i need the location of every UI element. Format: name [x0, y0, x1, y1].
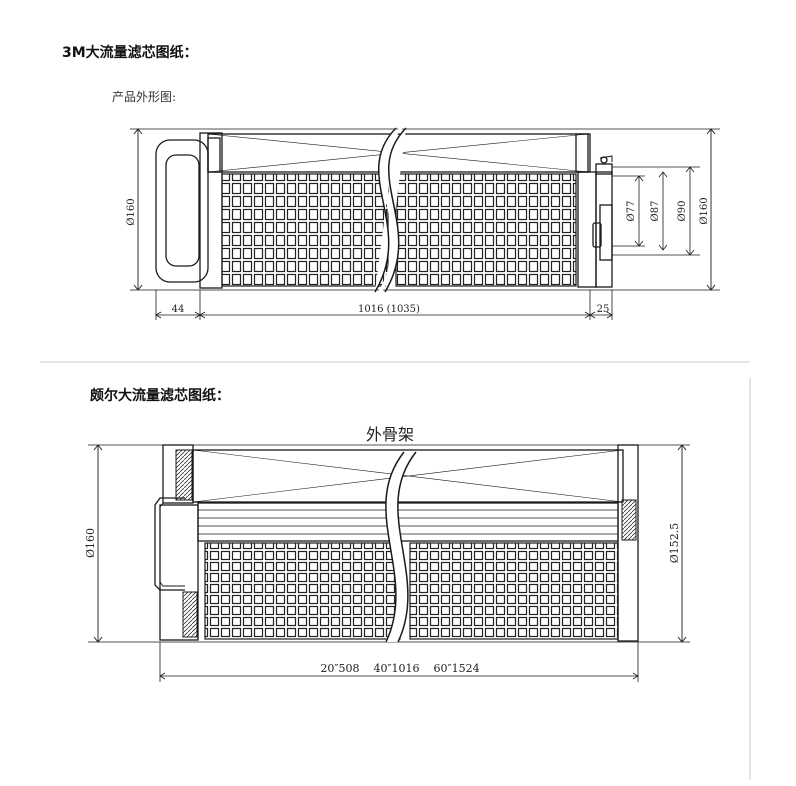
dim-lengths: 20″508 40″1016 60″1524 — [320, 662, 479, 675]
drawing-2-mesh-left — [204, 542, 401, 640]
dim-len-25: 25 — [597, 304, 610, 315]
dim-d160-left-2: Ø160 — [84, 528, 97, 558]
drawing-1-mesh-right — [395, 173, 577, 287]
dim-d160-left-1: Ø160 — [126, 198, 137, 225]
dim-d160-right-1: Ø160 — [699, 197, 710, 224]
drawing-2-heading: 颇尔大流量滤芯图纸： — [90, 388, 230, 404]
drawing-1-mesh-left — [221, 173, 389, 287]
dim-d90: Ø90 — [677, 201, 688, 222]
dim-d152-right: Ø152.5 — [668, 523, 681, 564]
drawing-1-heading: 3M大流量滤芯图纸： — [62, 45, 198, 61]
drawing-2-mesh-right — [409, 542, 619, 640]
drawing-1-subheading: 产品外形图: — [112, 90, 177, 104]
dim-len-main: 1016 (1035) — [358, 304, 420, 315]
dim-d77: Ø77 — [626, 201, 637, 222]
dim-len-44: 44 — [172, 304, 185, 315]
left-cap-hatch — [175, 449, 193, 501]
drawing-2-break-line — [385, 451, 417, 643]
dim-d87: Ø87 — [650, 201, 661, 222]
drawing-2 — [88, 444, 690, 682]
outer-frame-label: 外骨架 — [366, 425, 414, 444]
right-cap-hatch — [621, 499, 637, 541]
handle-outline — [155, 139, 209, 283]
